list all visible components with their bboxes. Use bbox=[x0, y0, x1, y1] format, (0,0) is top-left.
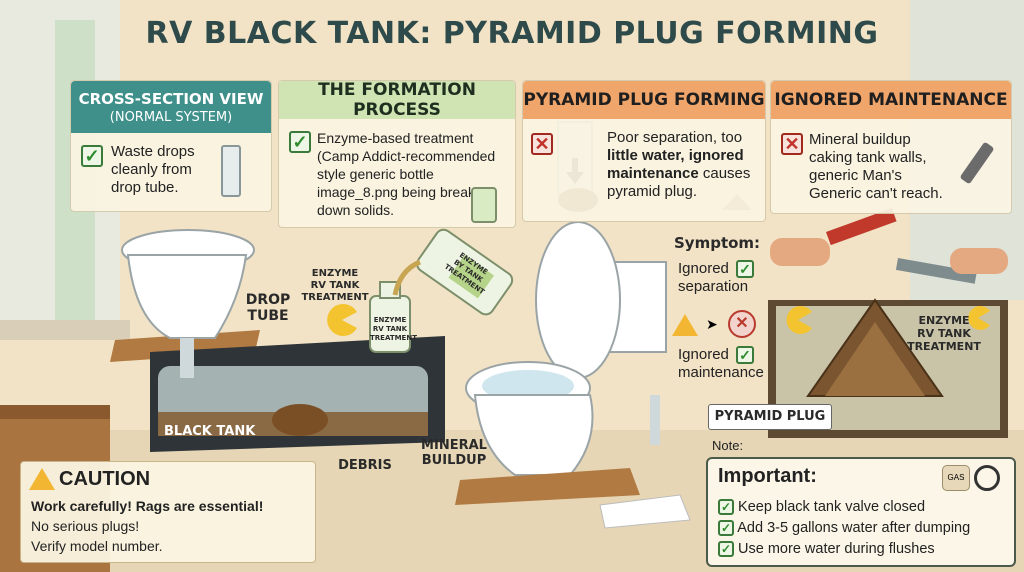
x-icon: ✕ bbox=[531, 133, 553, 155]
pyramid-text-line1: Poor separation, too bbox=[607, 129, 743, 146]
symptom-item-2: Ignored maintenance bbox=[678, 346, 764, 381]
cross-section-header: CROSS-SECTION VIEW (NORMAL SYSTEM) bbox=[71, 81, 271, 133]
pyramid-text-line3-bold: maintenance bbox=[607, 165, 699, 182]
check-icon: ✓ bbox=[736, 260, 754, 278]
warning-icon bbox=[29, 468, 55, 490]
cross-section-title: CROSS-SECTION VIEW bbox=[78, 89, 264, 108]
wrench-icon bbox=[959, 141, 995, 185]
formation-panel: THE FORMATION PROCESS ✓ Enzyme-based tre… bbox=[278, 80, 516, 228]
ignored-maintenance-panel: IGNORED MAINTENANCE ✕ Mineral buildup ca… bbox=[770, 80, 1012, 214]
pyramid-forming-text: Poor separation, too little water, ignor… bbox=[607, 129, 763, 201]
pyramid-text-line3-rest: causes bbox=[698, 165, 751, 182]
check-icon: ✓ bbox=[289, 131, 311, 153]
drop-tube-label: DROP TUBE bbox=[245, 292, 291, 324]
check-icon: ✓ bbox=[81, 145, 103, 167]
page-title: RV BLACK TANK: PYRAMID PLUG FORMING bbox=[145, 16, 879, 51]
enzyme-label-right: ENZYME RV TANK TREATMENT bbox=[907, 314, 981, 353]
pyramid-forming-panel: PYRAMID PLUG FORMING ✕ Poor separation, … bbox=[522, 80, 766, 222]
important-item-3-text: Use more water during flushes bbox=[738, 541, 935, 557]
important-title: Important: bbox=[718, 465, 817, 487]
warning-icon bbox=[672, 314, 698, 336]
caution-title: CAUTION bbox=[59, 468, 151, 490]
drop-tube-icon bbox=[221, 145, 241, 197]
pyramid-text-line3: maintenance causes bbox=[607, 165, 763, 183]
cross-section-text: Waste drops cleanly from drop tube. bbox=[111, 143, 195, 196]
symptom-title: Symptom: bbox=[674, 234, 761, 252]
pyramid-text-line4: pyramid plug. bbox=[607, 183, 698, 200]
gas-icon: GAS bbox=[942, 465, 970, 491]
note-label: Note: bbox=[712, 438, 744, 453]
ignored-maintenance-text: Mineral buildup caking tank walls, gener… bbox=[809, 131, 943, 202]
important-item-3: ✓ Use more water during flushes bbox=[718, 541, 935, 558]
important-item-2: ✓ Add 3-5 gallons water after dumping bbox=[718, 520, 971, 537]
x-icon: ✕ bbox=[781, 133, 803, 155]
check-icon: ✓ bbox=[736, 346, 754, 364]
pyramid-plug-label: PYRAMID PLUG bbox=[708, 404, 832, 430]
cross-section-subtitle: (NORMAL SYSTEM) bbox=[109, 109, 233, 125]
x-circle-icon: ✕ bbox=[728, 310, 756, 338]
check-icon: ✓ bbox=[718, 499, 734, 516]
enzyme-bottle-label: ENZYME RV TANK TREATMENT bbox=[370, 316, 417, 342]
symptom-box: Symptom: Ignored separation ✓ ➤ ✕ Ignore… bbox=[670, 232, 770, 392]
important-item-1-text: Keep black tank valve closed bbox=[738, 499, 926, 515]
important-item-1: ✓ Keep black tank valve closed bbox=[718, 499, 926, 516]
mineral-buildup-label: MINERAL BUILDUP bbox=[421, 438, 487, 468]
pyramid-text-line2: little water, ignored bbox=[607, 147, 744, 164]
no-entry-icon bbox=[974, 465, 1000, 491]
enzyme-label-left: ENZYME RV TANK TREATMENT bbox=[301, 268, 369, 303]
check-icon: ✓ bbox=[718, 520, 734, 537]
caution-box: CAUTION Work carefully! Rags are essenti… bbox=[20, 461, 316, 563]
ignored-maintenance-header: IGNORED MAINTENANCE bbox=[771, 81, 1011, 119]
caution-line-3: Verify model number. bbox=[31, 538, 163, 554]
debris-label: DEBRIS bbox=[338, 458, 392, 473]
check-icon: ✓ bbox=[718, 541, 734, 558]
enzyme-bottle-icon bbox=[471, 187, 497, 223]
formation-text: Enzyme-based treatment (Camp Addict-reco… bbox=[317, 130, 496, 218]
cross-section-panel: CROSS-SECTION VIEW (NORMAL SYSTEM) ✓ Was… bbox=[70, 80, 272, 212]
important-item-2-text: Add 3-5 gallons water after dumping bbox=[737, 520, 971, 536]
symptom-item-1: Ignored separation bbox=[678, 260, 749, 295]
pyramid-forming-header: PYRAMID PLUG FORMING bbox=[523, 81, 765, 119]
formation-header: THE FORMATION PROCESS bbox=[279, 80, 515, 120]
caution-line-1: Work carefully! Rags are essential! bbox=[31, 498, 264, 514]
black-tank-label: BLACK TANK bbox=[164, 424, 256, 439]
important-box: Important: GAS ✓ Keep black tank valve c… bbox=[706, 457, 1016, 567]
arrow-right-icon: ➤ bbox=[706, 316, 718, 332]
caution-line-2: No serious plugs! bbox=[31, 518, 140, 534]
